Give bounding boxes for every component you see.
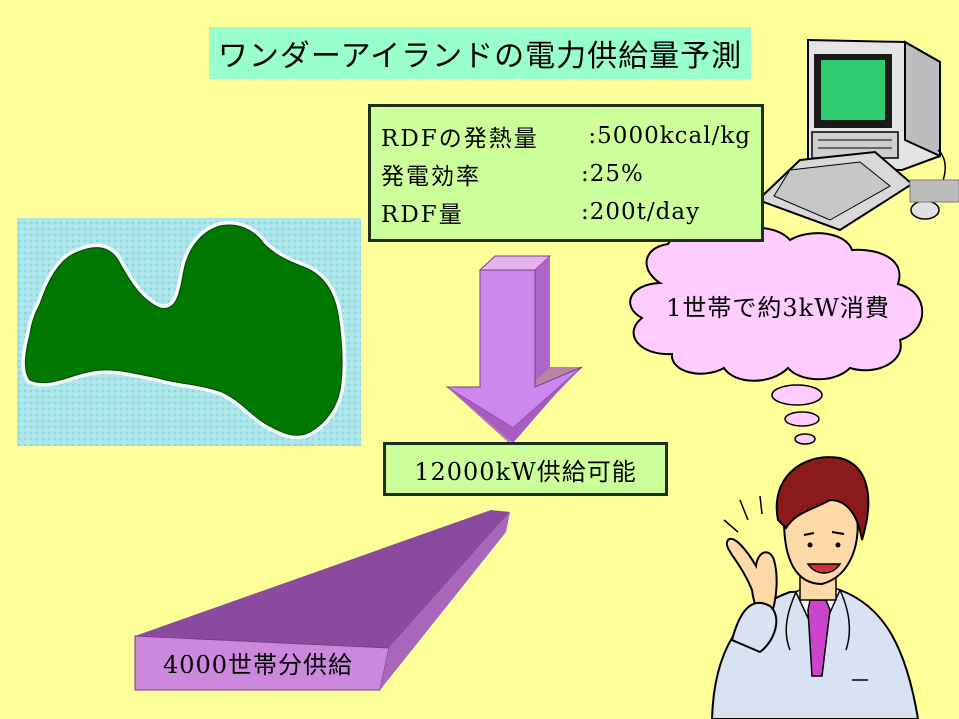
spec-row-heat-value: RDFの発熱量 :5000kcal/kg [381,117,751,155]
spec-label: 発電効率 [381,164,481,190]
computer-icon [756,38,959,232]
wedge-shape [134,510,510,691]
thought-cloud-text: 1世帯で約3kW消費 [666,293,890,322]
supply-capacity-box: 12000kW供給可能 [383,442,668,496]
spec-value: :25% [581,161,644,187]
spec-value: :5000kcal/kg [588,123,751,149]
spec-box: RDFの発熱量 :5000kcal/kg 発電効率 :25% RDF量 :200… [368,104,764,242]
spec-label: RDFの発熱量 [381,126,539,152]
spec-label: RDF量 [381,202,464,228]
household-supply-label: 4000世帯分供給 [162,650,354,679]
pointing-man-illustration [710,456,920,719]
island-map [17,218,361,446]
thought-cloud-icon [629,226,924,445]
down-arrow-icon [445,255,583,443]
spec-value: :200t/day [581,199,701,225]
spec-row-rdf-amount: RDF量 :200t/day [381,193,751,231]
spec-row-efficiency: 発電効率 :25% [381,155,751,193]
page-title: ワンダーアイランドの電力供給量予測 [209,27,751,79]
